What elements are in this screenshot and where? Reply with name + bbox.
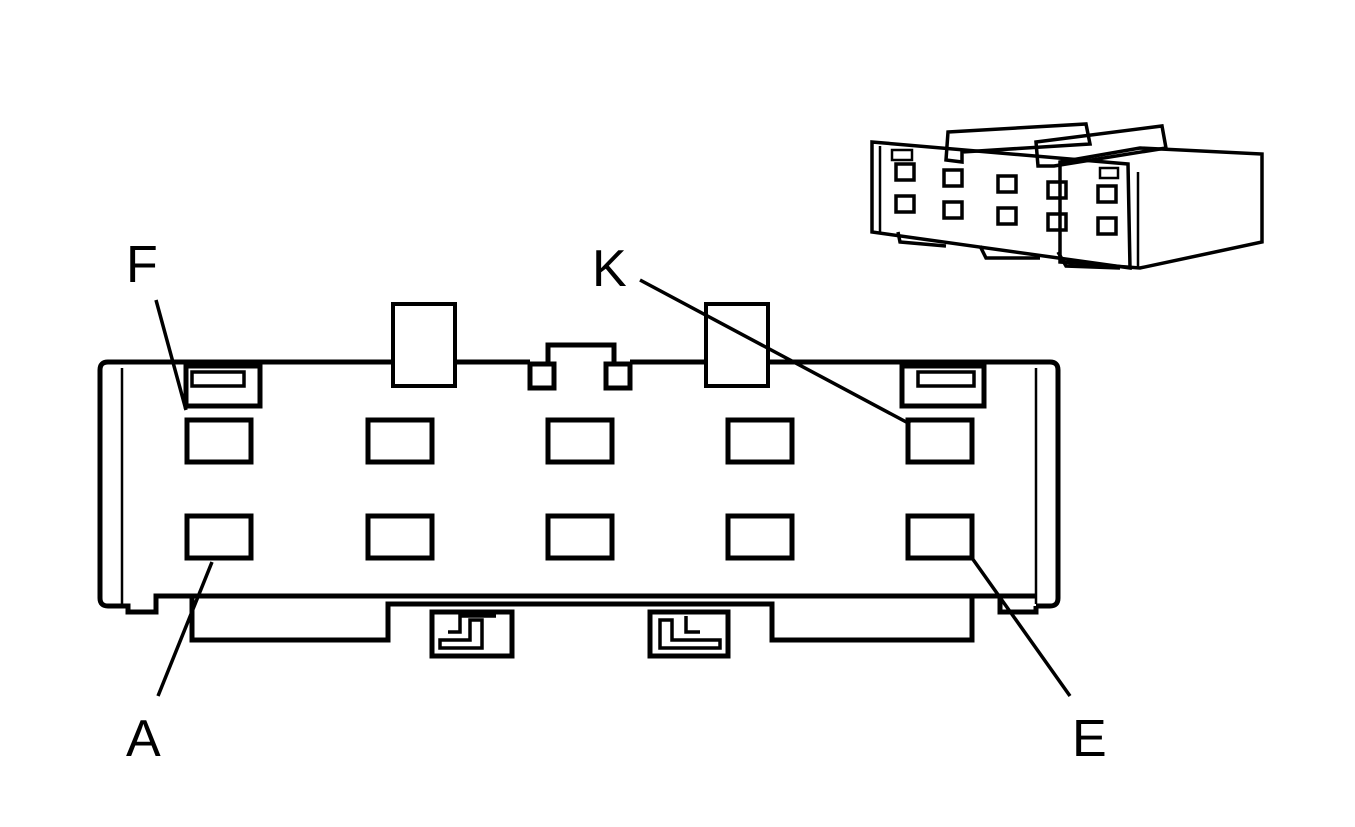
- connector-body: [97, 302, 1061, 659]
- iso-cavity-a: [894, 194, 916, 214]
- leader-e: [970, 556, 1072, 698]
- left-corner-key-slot: [190, 370, 246, 388]
- iso-cavity-h: [996, 174, 1018, 194]
- bottom-right-latch: [647, 609, 731, 659]
- right-corner-key: [899, 363, 987, 409]
- bottom-cavity-row: [184, 513, 975, 561]
- bottom-right-latch-inner: [658, 618, 722, 650]
- bottom-left-latch-inner2: [448, 614, 496, 634]
- leader-k: [639, 278, 911, 426]
- connector-isometric-view: [870, 122, 1264, 271]
- cavity-f: [184, 417, 254, 465]
- iso-side-block: [1058, 146, 1264, 270]
- cavity-g: [365, 417, 435, 465]
- pin-label-f: F: [126, 236, 158, 294]
- body-top-edge: [108, 359, 1061, 609]
- body-left-edge: [97, 359, 1036, 615]
- iso-left-key: [890, 148, 914, 162]
- cavity-k: [905, 417, 975, 465]
- right-lock-tab: [704, 302, 770, 388]
- cavity-h: [545, 417, 615, 465]
- pin-label-k: K: [592, 240, 627, 298]
- iso-right-key: [1098, 166, 1120, 180]
- iso-cavity-k: [1096, 184, 1118, 204]
- iso-cavity-c: [996, 206, 1018, 226]
- iso-cavity-e: [1096, 216, 1118, 236]
- iso-front-face: [870, 140, 1132, 271]
- leader-a: [156, 561, 214, 697]
- cavity-b: [365, 513, 435, 561]
- cavity-a: [184, 513, 254, 561]
- center-tab-left-foot: [527, 361, 557, 391]
- right-foot-notch: [997, 596, 1039, 615]
- iso-top-tab-right: [1034, 124, 1169, 168]
- iso-cavity-f: [894, 162, 916, 182]
- cavity-e: [905, 513, 975, 561]
- center-tab-right-foot: [603, 361, 633, 391]
- bottom-right-latch-inner2: [684, 616, 700, 634]
- left-lock-tab: [391, 302, 457, 388]
- iso-bottom-skirt: [896, 231, 1121, 270]
- top-cavity-row: [184, 417, 975, 465]
- bottom-left-latch: [429, 609, 515, 659]
- leader-f: [154, 299, 188, 411]
- iso-top-tab-left: [944, 122, 1093, 164]
- iso-cavity-d: [1046, 212, 1068, 232]
- right-corner-key-slot: [916, 370, 976, 388]
- bottom-left-latch-inner: [438, 618, 484, 650]
- cavity-d: [725, 513, 795, 561]
- bottom-skirt: [189, 596, 975, 643]
- leader-lines: [154, 278, 1072, 698]
- pin-label-e: E: [1072, 710, 1107, 768]
- cavity-j: [725, 417, 795, 465]
- iso-cavity-g: [942, 168, 964, 188]
- iso-cavity-b: [942, 200, 964, 220]
- left-corner-key: [183, 363, 263, 409]
- iso-cavity-j: [1046, 180, 1068, 200]
- pin-label-a: A: [126, 710, 161, 768]
- center-tab: [545, 342, 617, 364]
- cavity-c: [545, 513, 615, 561]
